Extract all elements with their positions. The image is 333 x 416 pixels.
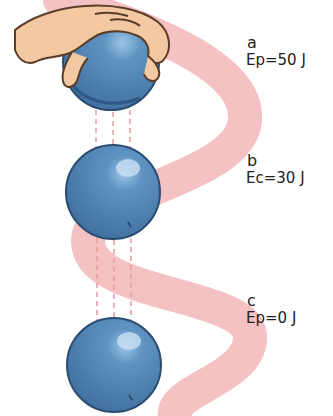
energy-value: Ep=50 J (246, 52, 306, 69)
hand (15, 6, 169, 87)
position-letter: b (247, 152, 257, 170)
ribbon (60, 0, 250, 416)
position-letter: a (247, 34, 257, 52)
ball-b (66, 145, 160, 239)
position-letter: c (247, 292, 256, 310)
ball-c (67, 318, 161, 412)
energy-value: Ec=30 J (246, 170, 305, 187)
energy-value: Ep=0 J (246, 310, 296, 327)
